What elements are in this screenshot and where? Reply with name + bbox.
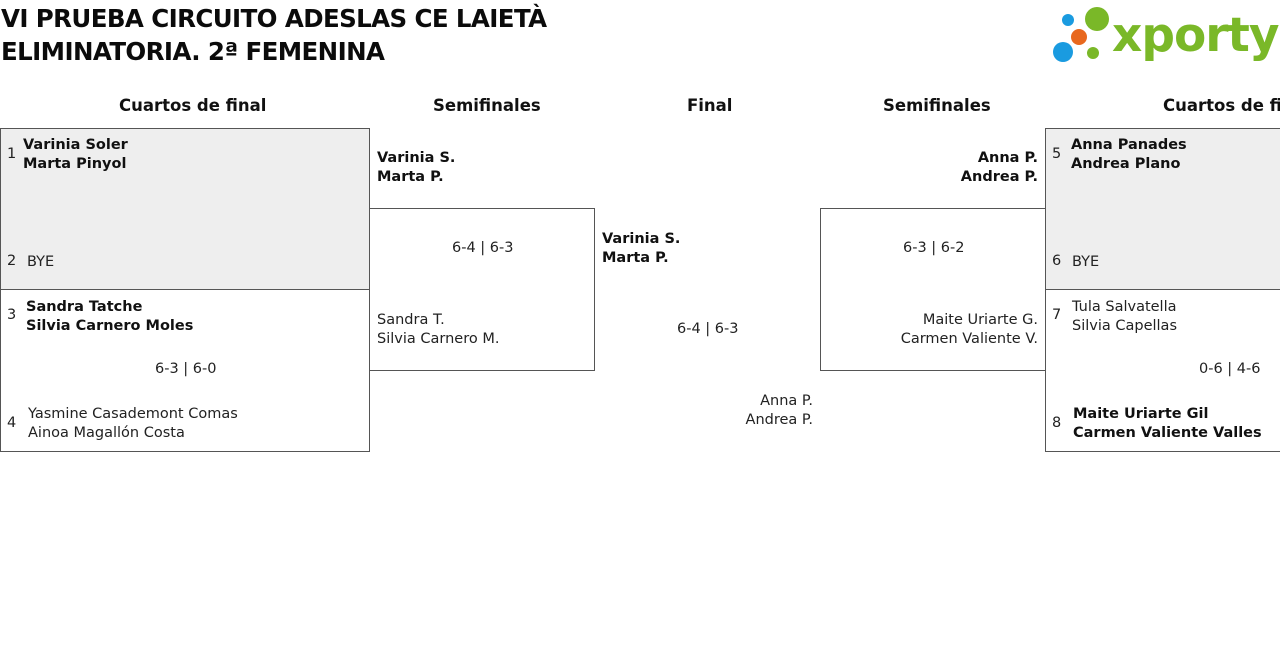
seed-number: 6 (1052, 253, 1062, 269)
right-qf-match-2 (1045, 289, 1280, 452)
xporty-logo: xporty (1050, 4, 1280, 68)
player-name: Anna P. (977, 150, 1038, 166)
seed-number: 7 (1052, 307, 1062, 323)
player-name: BYE (27, 254, 55, 270)
match-score: 6-3 | 6-2 (903, 240, 965, 256)
left-sf-match (369, 208, 595, 371)
logo-wordmark: xporty (1112, 8, 1280, 63)
round-label-right-semis: Semifinales (883, 96, 991, 115)
match-score: 0-6 | 4-6 (1199, 361, 1261, 377)
seed-number: 3 (7, 307, 17, 323)
match-score: 6-4 | 6-3 (452, 240, 514, 256)
seed-number: 8 (1052, 415, 1062, 431)
player-name: Varinia S. (602, 231, 681, 247)
match-score: 6-4 | 6-3 (677, 321, 739, 337)
player-name: Carmen Valiente Valles (1073, 425, 1262, 441)
title-line-1: VI PRUEBA CIRCUITO ADESLAS CE LAIETÀ (1, 4, 547, 33)
player-name: Anna Panades (1071, 137, 1187, 153)
player-name: Carmen Valiente V. (900, 331, 1038, 347)
player-name: Maite Uriarte Gil (1073, 406, 1209, 422)
player-name: Maite Uriarte G. (922, 312, 1038, 328)
player-name: Sandra Tatche (26, 299, 143, 315)
player-name: Andrea Plano (1071, 156, 1181, 172)
seed-number: 4 (7, 415, 17, 431)
player-name: Andrea P. (745, 412, 813, 428)
player-name: Marta P. (602, 250, 669, 266)
round-label-right-quarters: Cuartos de final (1163, 96, 1280, 115)
player-name: Sandra T. (377, 312, 445, 328)
round-label-left-semis: Semifinales (433, 96, 541, 115)
title-line-2: ELIMINATORIA. 2ª FEMENINA (1, 37, 385, 66)
round-label-left-quarters: Cuartos de final (119, 96, 267, 115)
player-name: Silvia Carnero M. (377, 331, 500, 347)
player-name: Tula Salvatella (1072, 299, 1177, 315)
player-name: Varinia S. (377, 150, 456, 166)
player-name: Anna P. (760, 393, 813, 409)
player-name: Silvia Carnero Moles (26, 318, 194, 334)
player-name: Silvia Capellas (1072, 318, 1177, 334)
match-score: 6-3 | 6-0 (155, 361, 217, 377)
player-name: Marta P. (377, 169, 444, 185)
player-name: BYE (1072, 254, 1100, 270)
seed-number: 1 (7, 146, 17, 162)
seed-number: 2 (7, 253, 17, 269)
player-name: Andrea P. (960, 169, 1038, 185)
player-name: Ainoa Magallón Costa (28, 425, 185, 441)
player-name: Varinia Soler (23, 137, 128, 153)
page-title: VI PRUEBA CIRCUITO ADESLAS CE LAIETÀ ELI… (1, 2, 547, 68)
player-name: Marta Pinyol (23, 156, 127, 172)
logo-dots-icon (1053, 7, 1109, 62)
round-label-final: Final (687, 96, 733, 115)
left-qf-match-1 (0, 128, 370, 290)
seed-number: 5 (1052, 146, 1062, 162)
player-name: Yasmine Casademont Comas (28, 406, 238, 422)
